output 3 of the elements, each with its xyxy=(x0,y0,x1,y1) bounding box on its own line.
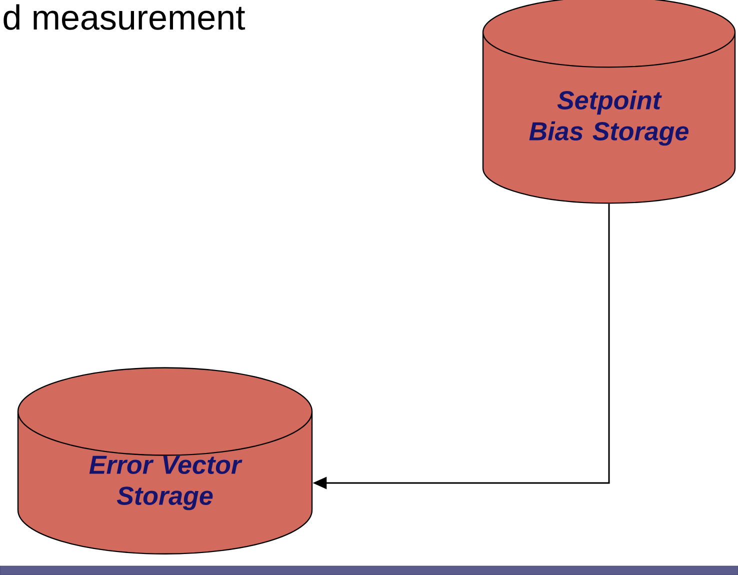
heading: d measurement xyxy=(4,4,246,30)
storage-cylinder: Error Vector Storage xyxy=(17,367,313,554)
storage-cylinder: Setpoint Bias Storage xyxy=(482,0,736,204)
